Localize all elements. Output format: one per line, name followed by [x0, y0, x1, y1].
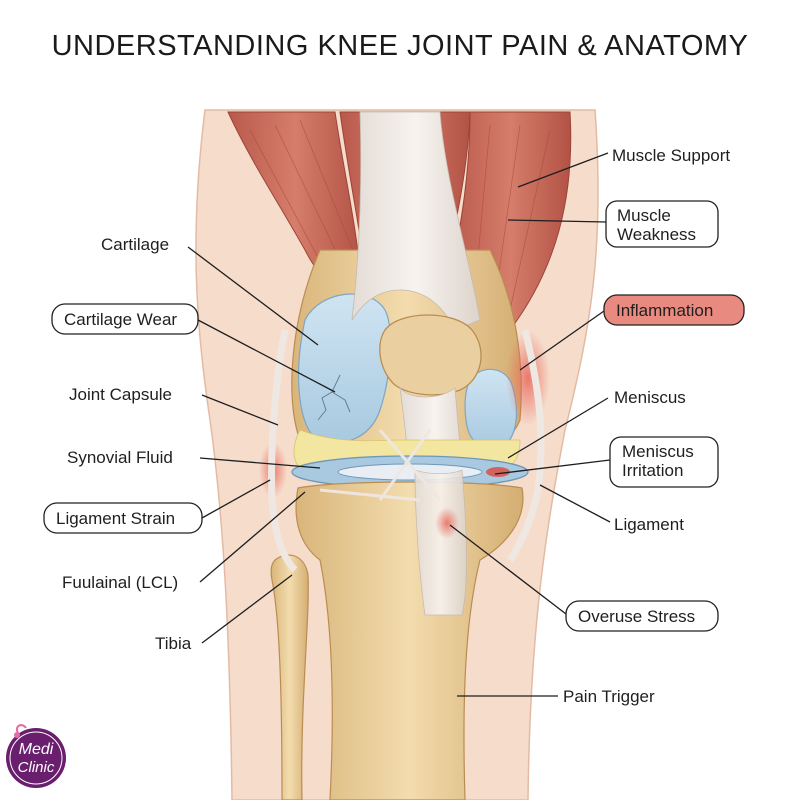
logo-line1: Medi — [19, 741, 54, 758]
label-meniscus-irritation-line1: Meniscus — [622, 442, 694, 461]
label-cartilage: Cartilage — [101, 235, 169, 254]
label-overuse-stress: Overuse Stress — [578, 607, 695, 626]
patella-bone — [380, 315, 481, 395]
label-muscle-weakness-line2: Weakness — [617, 225, 696, 244]
label-muscle-weakness-line1: Muscle — [617, 206, 671, 225]
label-cartilage-wear: Cartilage Wear — [64, 310, 177, 329]
label-lcl: Fuulainal (LCL) — [62, 573, 178, 592]
patellar-ligament-lower — [415, 470, 467, 615]
label-meniscus: Meniscus — [614, 388, 686, 407]
label-joint-capsule: Joint Capsule — [69, 385, 172, 404]
label-synovial-fluid: Synovial Fluid — [67, 448, 173, 467]
label-pain-trigger: Pain Trigger — [563, 687, 655, 706]
label-ligament-strain: Ligament Strain — [56, 509, 175, 528]
label-ligament: Ligament — [614, 515, 684, 534]
medi-clinic-logo: Medi Clinic — [6, 725, 66, 788]
label-meniscus-irritation-line2: Irritation — [622, 461, 683, 480]
label-inflammation: Inflammation — [616, 301, 713, 320]
label-tibia: Tibia — [155, 634, 192, 653]
label-muscle-support: Muscle Support — [612, 146, 730, 165]
logo-line2: Clinic — [18, 759, 55, 776]
overuse-stress-glow — [435, 507, 459, 539]
